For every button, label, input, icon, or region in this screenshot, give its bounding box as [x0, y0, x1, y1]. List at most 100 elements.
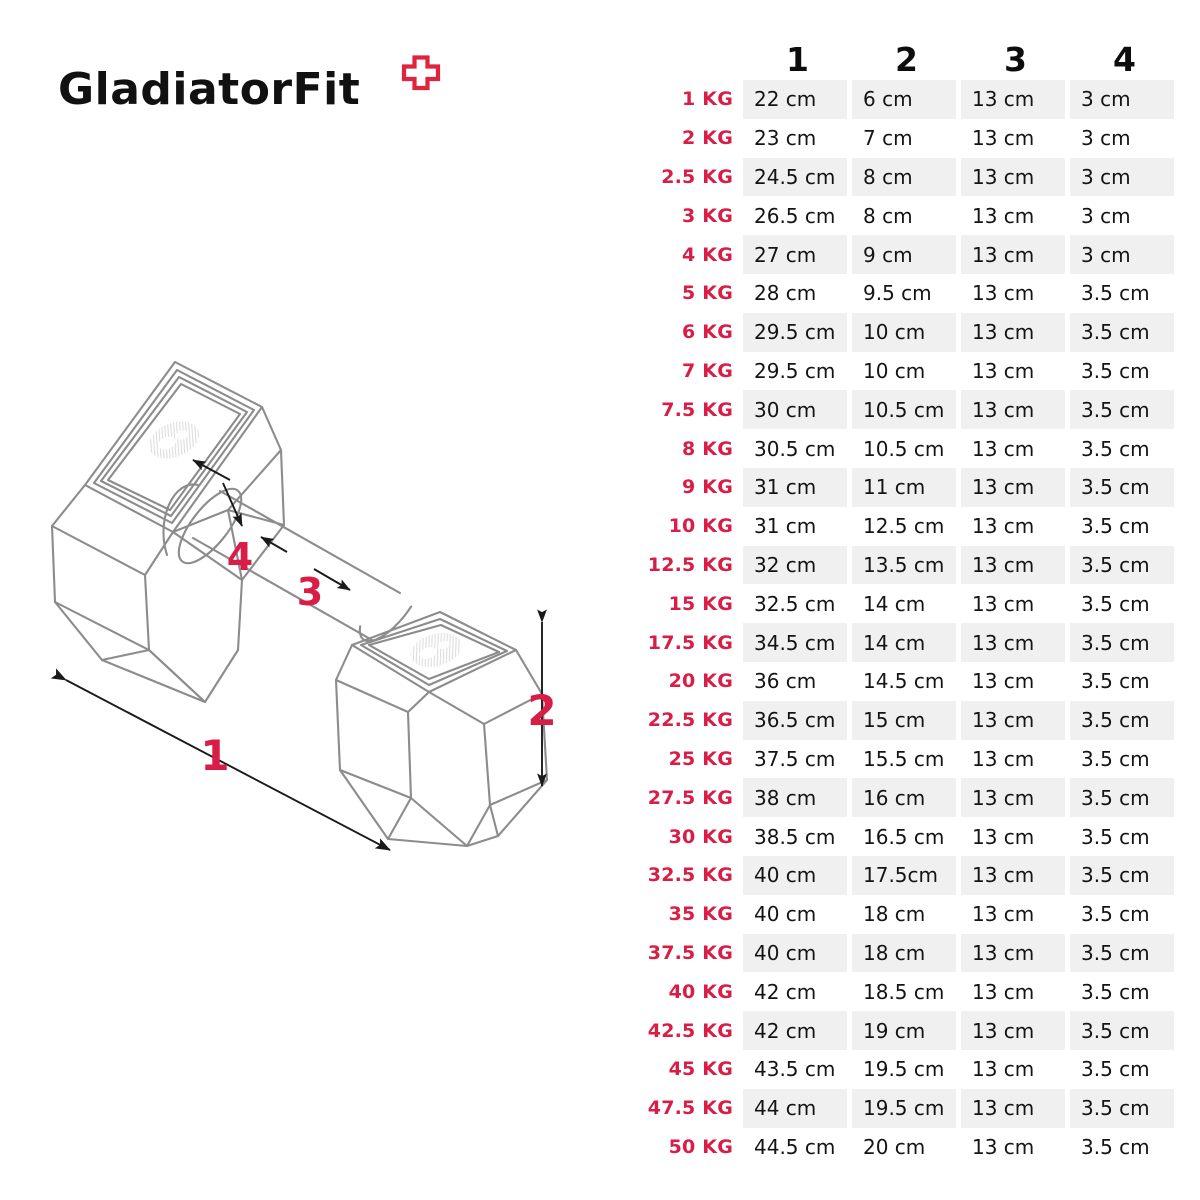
row-weight-label: 15 KG	[668, 592, 733, 615]
row-weight-label: 30 KG	[668, 825, 733, 848]
table-cell-dim-4: 3.5 cm	[1081, 979, 1150, 1004]
table-cell-dim-3: 13 cm	[972, 979, 1035, 1004]
callout-2: 2	[527, 686, 556, 735]
row-weight-label: 7 KG	[682, 359, 733, 382]
row-weight-label: 42.5 KG	[647, 1019, 733, 1042]
table-cell-dim-1: 40 cm	[743, 855, 847, 895]
row-weight-label: 1 KG	[682, 88, 733, 111]
table-cell-dim-3: 13 cm	[972, 591, 1035, 616]
table-cell-dim-2: 13.5 cm	[852, 545, 956, 585]
table-cell-dim-1: 29.5 cm	[754, 358, 836, 383]
table-cell-dim-1: 38.5 cm	[754, 824, 836, 849]
table-cell-dim-4: 3 cm	[1070, 80, 1174, 119]
table-cell-dim-1: 32.5 cm	[754, 591, 836, 616]
row-weight-label: 6 KG	[682, 321, 733, 344]
table-cell-dim-4: 3.5 cm	[1081, 824, 1150, 849]
table-cell-dim-2: 18 cm	[852, 933, 956, 973]
dimension-arrows	[50, 459, 547, 851]
table-header-row: 1 2 3 4	[600, 24, 1180, 80]
table-cell-dim-3: 13 cm	[961, 157, 1065, 197]
table-cell-dim-4: 3 cm	[1070, 235, 1174, 274]
table-cell-dim-2: 12.5 cm	[863, 514, 945, 539]
row-weight-label: 50 KG	[668, 1135, 733, 1158]
row-weight-label: 37.5 KG	[647, 941, 733, 964]
table-cell-dim-4: 3.5 cm	[1081, 358, 1150, 383]
table-cell-dim-1: 28 cm	[754, 281, 817, 306]
table-cell-dim-1: 27 cm	[743, 235, 847, 274]
table-cell-dim-1: 36.5 cm	[743, 700, 847, 740]
table-cell-dim-2: 10 cm	[863, 358, 926, 383]
table-cell-dim-3: 13 cm	[961, 1088, 1065, 1128]
hex-head-right	[334, 610, 549, 848]
table-cell-dim-4: 3.5 cm	[1081, 746, 1150, 771]
table-cell-dim-3: 13 cm	[972, 746, 1035, 771]
hex-head-left	[50, 360, 286, 704]
table-cell-dim-2: 14 cm	[852, 623, 956, 662]
dimension-line-4b	[222, 482, 243, 527]
table-cell-dim-4: 3.5 cm	[1070, 467, 1174, 507]
table-cell-dim-2: 18 cm	[863, 902, 926, 927]
row-weight-label: 25 KG	[668, 747, 733, 770]
row-weight-label: 20 KG	[668, 670, 733, 693]
table-cell-dim-2: 14 cm	[863, 591, 926, 616]
table-cell-dim-2: 15 cm	[852, 700, 956, 740]
table-cell-dim-3: 13 cm	[961, 623, 1065, 662]
plus-cross-icon	[401, 55, 441, 91]
callout-4: 4	[227, 535, 253, 579]
row-weight-label: 2.5 KG	[661, 165, 733, 188]
table-cell-dim-1: 42 cm	[754, 979, 817, 1004]
table-cell-dim-3: 13 cm	[972, 126, 1035, 151]
dimension-line-3a	[260, 536, 288, 553]
table-cell-dim-1: 34.5 cm	[743, 623, 847, 662]
table-cell-dim-2: 19 cm	[852, 1011, 956, 1050]
row-weight-label: 22.5 KG	[647, 709, 733, 732]
row-weight-label: 3 KG	[682, 204, 733, 227]
table-cell-dim-3: 13 cm	[961, 390, 1065, 430]
table-cell-dim-4: 3.5 cm	[1070, 545, 1174, 585]
table-cell-dim-2: 16 cm	[852, 778, 956, 818]
table-cell-dim-3: 13 cm	[972, 669, 1035, 694]
table-cell-dim-4: 3.5 cm	[1081, 436, 1150, 461]
table-cell-dim-3: 13 cm	[961, 235, 1065, 274]
table-cell-dim-4: 3.5 cm	[1070, 312, 1174, 352]
dimension-line-3b	[313, 568, 351, 591]
table-cell-dim-2: 18.5 cm	[863, 979, 945, 1004]
table-row: 40 KG 42 cm 18.5 cm 13 cm 3.5 cm	[600, 972, 1180, 1011]
column-header-4: 4	[1113, 40, 1136, 79]
table-cell-dim-3: 13 cm	[961, 467, 1065, 507]
table-cell-dim-4: 3.5 cm	[1081, 1134, 1150, 1159]
row-weight-label: 40 KG	[668, 980, 733, 1003]
table-cell-dim-3: 13 cm	[961, 933, 1065, 973]
table-cell-dim-1: 24.5 cm	[743, 157, 847, 197]
table-cell-dim-3: 13 cm	[961, 312, 1065, 352]
table-cell-dim-2: 11 cm	[852, 467, 956, 507]
callout-3: 3	[297, 570, 323, 614]
table-cell-dim-1: 26.5 cm	[754, 203, 836, 228]
brand-wordmark: GladiatorFit	[58, 64, 361, 115]
dimension-line-1	[50, 668, 391, 851]
row-weight-label: 27.5 KG	[647, 786, 733, 809]
table-cell-dim-3: 13 cm	[961, 545, 1065, 585]
table-cell-dim-1: 44 cm	[743, 1088, 847, 1128]
table-cell-dim-4: 3.5 cm	[1081, 1057, 1150, 1082]
table-cell-dim-4: 3.5 cm	[1070, 1011, 1174, 1050]
table-cell-dim-1: 42 cm	[743, 1011, 847, 1050]
table-cell-dim-2: 6 cm	[852, 80, 956, 119]
table-cell-dim-4: 3.5 cm	[1081, 514, 1150, 539]
table-cell-dim-1: 40 cm	[754, 902, 817, 927]
table-cell-dim-1: 31 cm	[754, 514, 817, 539]
table-cell-dim-2: 9 cm	[852, 235, 956, 274]
table-cell-dim-2: 20 cm	[863, 1134, 926, 1159]
